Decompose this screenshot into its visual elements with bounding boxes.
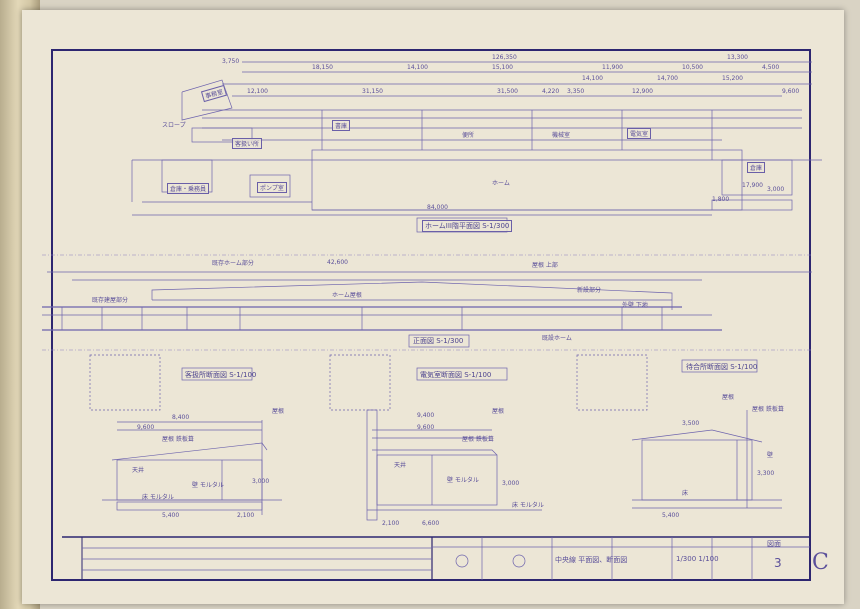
plan-dim: 4,500 [762,64,780,71]
section-2-dim: 3,000 [502,480,520,487]
plan-dim: 18,150 [312,64,333,71]
plan-dim-overall: 126,350 [492,54,517,61]
section-1-dim: 8,400 [172,414,190,421]
plan-label: ホーム [492,180,510,187]
section-3-label: 屋根 鉄板葺 [752,406,784,413]
section-3-dim: 3,300 [757,470,775,477]
drawing-sheet: ホームIII階平面図 S-1/300 126,350 15,100 18,150… [22,10,844,604]
section-2-dim: 9,400 [417,412,435,419]
elevation-label: 既設ホーム [542,335,572,342]
section-2-dim: 2,100 [382,520,400,527]
plan-dim-bottom: 84,000 [427,204,448,211]
section-1-label: 壁 モルタル [192,482,224,489]
section-1-title: 客扱所断面図 S-1/100 [185,371,257,379]
elevation-label: ホーム屋根 [332,292,362,299]
elevation-label: 屋根 上部 [532,262,558,269]
drawing-title: 中央線 平面図、断面図 [555,556,628,564]
plan-dim: 10,500 [682,64,703,71]
plan-dim-row: 31,150 [362,88,383,95]
plan-dim-row: 31,500 [497,88,518,95]
plan-label: 機械室 [552,132,571,139]
section-2-label: 壁 モルタル [447,477,479,484]
section-2-label: 天井 [394,462,407,469]
plan-dim: 1,800 [712,196,730,203]
elevation-dim: 42,600 [327,259,348,266]
elevation-label: 既存建屋部分 [92,297,129,304]
section-2-dim: 9,600 [417,424,435,431]
plan-label: スロープ [162,122,186,129]
plan-label: 便所 [462,132,475,139]
sheet-label: 図面 [767,540,781,548]
drawing-linework [42,49,822,581]
section-1-label: 屋根 鉄板葺 [162,436,194,443]
plan-dim-row: 4,220 [542,88,560,95]
section-1-dim: 2,100 [237,512,255,519]
plan-dim: 17,900 [742,182,763,189]
elevation-label: 新設部分 [577,287,602,294]
elevation-label: 既存ホーム部分 [212,260,254,267]
section-1-dim: 5,400 [162,512,180,519]
drawing-scale: 1/300 1/100 [676,555,719,563]
plan-dim: 15,100 [492,64,513,71]
section-3-title: 待合所断面図 S-1/100 [686,363,758,371]
section-1-dim: 3,000 [252,478,270,485]
section-1-label: 天井 [132,467,145,474]
section-1-label: 屋根 [272,408,285,415]
plan-dim-row: 12,100 [247,88,268,95]
plan-dim: 14,700 [657,75,678,82]
room-label: 電気室 [627,128,652,139]
plan-dim: 3,750 [222,58,240,65]
elevation-title: 正面図 S-1/300 [413,337,464,345]
sheet-number: 3 [774,556,782,570]
section-3-dim: 5,400 [662,512,680,519]
room-label: 倉庫 [747,162,766,173]
plan-dim-row: 3,350 [567,88,585,95]
room-label: 倉庫・乗務員 [167,183,210,194]
plan-dim-row: 12,900 [632,88,653,95]
sheet-letter: C [812,550,829,575]
section-2-title: 電気室断面図 S-1/100 [420,371,492,379]
section-2-label: 屋根 鉄板葺 [462,436,494,443]
plan-dim: 13,300 [727,54,748,61]
section-2-dim: 6,600 [422,520,440,527]
section-3-label: 床 [682,490,689,497]
section-1-dim: 9,600 [137,424,155,431]
plan-dim: 14,100 [582,75,603,82]
section-3-label: 屋根 [722,394,735,401]
room-label: 書庫 [332,120,351,131]
section-2-label: 床 モルタル [512,502,544,509]
plan-title: ホームIII階平面図 S-1/300 [422,220,513,232]
section-3-label: 壁 [767,452,774,459]
section-3-dim: 3,500 [682,420,700,427]
plan-dim: 3,000 [767,186,785,193]
elevation-label: 外壁 下地 [622,302,648,309]
section-1-label: 床 モルタル [142,494,174,501]
plan-dim: 14,100 [407,64,428,71]
section-2-label: 屋根 [492,408,505,415]
plan-dim: 11,900 [602,64,623,71]
plan-dim-row: 9,600 [782,88,800,95]
room-label: 客扱い所 [232,138,263,149]
room-label: ポンプ室 [257,182,287,193]
plan-dim: 15,200 [722,75,743,82]
